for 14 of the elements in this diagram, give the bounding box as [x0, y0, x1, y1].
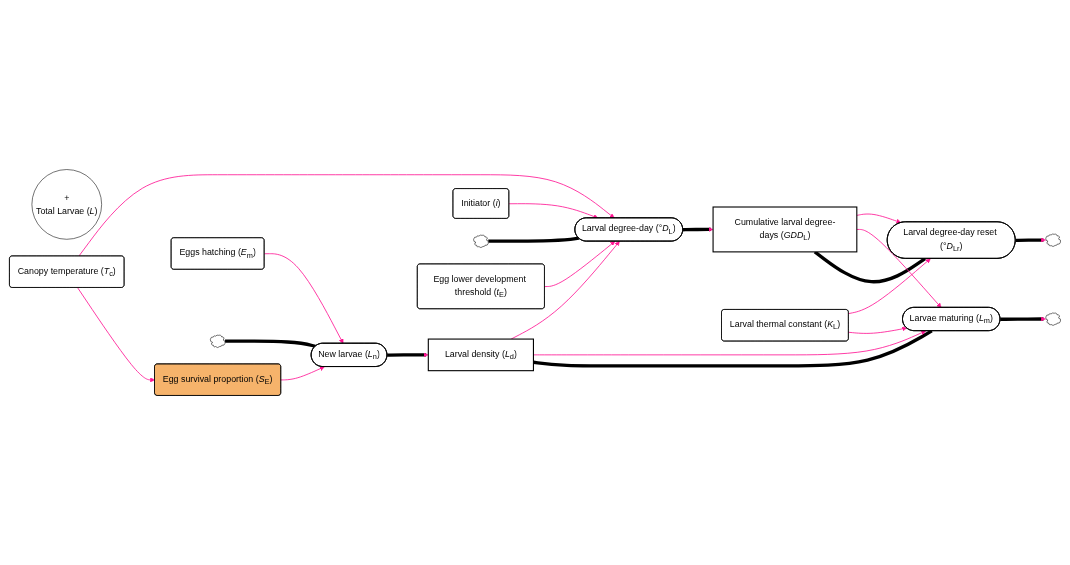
arrow	[387, 352, 429, 358]
arrow	[1000, 316, 1046, 322]
arrow	[1015, 237, 1046, 243]
connector	[813, 250, 926, 284]
arrow	[682, 227, 714, 232]
node-cloud	[210, 334, 226, 348]
node-cloud	[1045, 312, 1061, 326]
connector	[488, 236, 580, 243]
node-box: Larval density (L$_{d}$)	[427, 338, 534, 372]
node-box: Cumulative larval degree-days (GDD$_{L}$)	[712, 206, 858, 253]
connector	[225, 339, 316, 348]
node-cloud	[473, 234, 489, 248]
node-circle: + Total Larvae (L)	[31, 169, 102, 240]
node-cloud	[1045, 233, 1061, 247]
